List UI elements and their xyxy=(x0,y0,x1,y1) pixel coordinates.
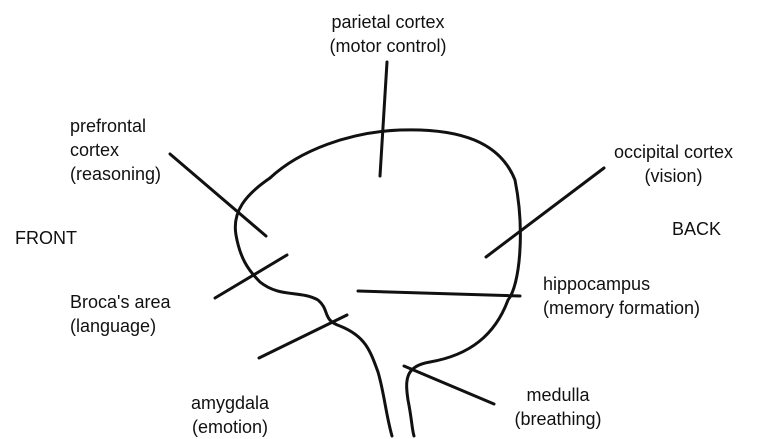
amygdala-function: (emotion) xyxy=(180,415,280,439)
broca-function: (language) xyxy=(70,314,171,338)
amygdala-label: amygdala (emotion) xyxy=(180,391,280,439)
occipital-name: occipital cortex xyxy=(606,140,741,164)
hippocampus-pointer xyxy=(358,291,520,296)
parietal-pointer xyxy=(380,62,387,176)
brain-outline xyxy=(270,130,520,436)
parietal-function: (motor control) xyxy=(318,34,458,58)
back-label: BACK xyxy=(672,217,721,241)
prefrontal-pointer xyxy=(170,154,266,236)
hippocampus-name: hippocampus xyxy=(543,272,743,296)
prefrontal-function: (reasoning) xyxy=(70,162,161,186)
parietal-label: parietal cortex (motor control) xyxy=(318,10,458,58)
prefrontal-name-line1: prefrontal xyxy=(70,114,161,138)
front-text: FRONT xyxy=(15,226,77,250)
broca-label: Broca's area (language) xyxy=(70,290,171,338)
medulla-function: (breathing) xyxy=(508,407,608,431)
medulla-label: medulla (breathing) xyxy=(508,383,608,431)
parietal-name: parietal cortex xyxy=(318,10,458,34)
hippocampus-function: (memory formation) xyxy=(543,296,743,320)
medulla-pointer xyxy=(404,366,494,404)
amygdala-pointer xyxy=(259,315,347,358)
occipital-pointer xyxy=(486,168,604,257)
occipital-function: (vision) xyxy=(606,164,741,188)
amygdala-name: amygdala xyxy=(180,391,280,415)
occipital-label: occipital cortex (vision) xyxy=(606,140,741,188)
front-label: FRONT xyxy=(15,226,77,250)
broca-name: Broca's area xyxy=(70,290,171,314)
medulla-name: medulla xyxy=(508,383,608,407)
prefrontal-label: prefrontal cortex (reasoning) xyxy=(70,114,161,186)
hippocampus-label: hippocampus (memory formation) xyxy=(543,272,743,320)
back-text: BACK xyxy=(672,217,721,241)
prefrontal-name-line2: cortex xyxy=(70,138,161,162)
